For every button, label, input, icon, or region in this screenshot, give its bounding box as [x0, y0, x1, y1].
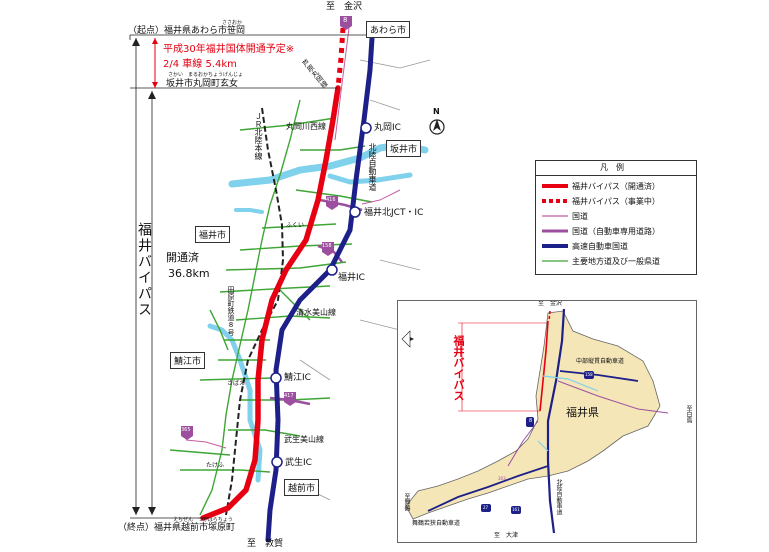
inset-prefecture: 福井県: [566, 406, 599, 419]
start-ruby: ささおか: [222, 20, 243, 26]
to-kanazawa: 至 金沢: [326, 2, 363, 12]
inset-roads: [507, 380, 669, 467]
sabae-city-box: 鯖江市: [170, 352, 206, 369]
maruoka-kawanishi-label: 丸岡川西線: [286, 122, 326, 131]
legend-swatches: [542, 184, 568, 262]
legend-item-national: 国道: [572, 212, 588, 221]
inset-to-ono: 至白鳥: [685, 405, 692, 423]
start-label: （起点）福井県あわら市笹岡: [128, 26, 246, 36]
plan-line2: 2/4 車線 5.4km: [163, 59, 237, 70]
takefu-line-label: 武生美山線: [284, 435, 324, 444]
prefecture-shape: [405, 310, 661, 520]
inset-shields: [481, 371, 594, 514]
north-arrow-icon: [429, 119, 445, 135]
bypass-vertical-label: 福井バイパス: [136, 222, 152, 318]
inset-map: 至 金沢 福井バイパス 中部縦貫自動車道 福井県 北陸自動車道 舞鶴若狭自動車道…: [397, 300, 697, 543]
to-tsuruga: 至 敦賀: [247, 539, 284, 549]
inset-drawing: [401, 308, 669, 534]
inset-compass-icon: [401, 330, 414, 348]
national-roads: [185, 19, 401, 449]
fukui-station-label: ふくい: [286, 222, 305, 229]
inset-chubu-exp: [559, 370, 639, 382]
maruoka-ic-marker: [360, 122, 372, 134]
legend-item-expressway: 高速自動車国道: [572, 242, 628, 251]
jr-line-label: ＪＲ北陸本線: [254, 112, 263, 160]
inset-chubu-exp: 中部縦貫自動車道: [576, 358, 625, 365]
bypass-construction: [335, 27, 346, 89]
river-kuzuryu-branch: [327, 172, 413, 185]
dimension-lines: [129, 34, 372, 519]
echizen-city-box: 越前市: [284, 479, 320, 496]
opened-length: 36.8km: [168, 267, 210, 280]
inset-r8: 8: [529, 418, 533, 424]
interchanges: [270, 122, 372, 468]
route365-shield: [181, 426, 193, 440]
legend-item-bypass-construction: 福井バイパス（事業中）: [572, 197, 660, 206]
takefu-ic-marker: [271, 456, 283, 468]
route8-shield: [340, 16, 352, 30]
sakai-maruoka-ruby: さかい まるおかちょうげんじょ: [168, 72, 244, 78]
inset-to-maizuru: 至舞鶴: [403, 493, 410, 511]
end-label: （終点）福井県越前市塚原町: [118, 523, 236, 533]
bypass-opened: [200, 85, 341, 521]
sabae-ic-label: 鯖江IC: [284, 373, 311, 383]
inset-dim-upper: [458, 322, 548, 412]
fukui-kita-marker: [349, 206, 361, 218]
sabae-ic-marker: [270, 372, 282, 384]
legend-item-prefectural: 主要地方道及び一般県道: [572, 257, 660, 266]
maruoka-ic-label: 丸岡IC: [374, 123, 401, 133]
fukui-ic-marker: [326, 264, 338, 276]
opened-label: 開通済: [166, 251, 199, 264]
legend-item-national-exp: 国道（自動車専用道路）: [572, 227, 660, 236]
inset-r161: 161: [512, 507, 520, 512]
inset-maizuru-exp: [427, 465, 549, 512]
inset-bypass-construction: [548, 310, 551, 322]
inset-maizuru-exp: 舞鶴若狭自動車道: [412, 520, 461, 527]
inset-bypass-opened: [539, 320, 549, 412]
inset-r158: 158: [585, 372, 593, 377]
route8-number: 8: [343, 16, 348, 24]
sakai-maruoka: 坂井市丸岡町玄女: [166, 79, 239, 89]
legend-item-bypass-opened: 福井バイパス（開通済）: [572, 182, 660, 191]
route-shields: [181, 16, 352, 440]
fukui-ic-label: 福井IC: [338, 273, 365, 283]
inset-to-kanazawa: 至 金沢: [538, 300, 563, 307]
sakai-city-box: 坂井市: [386, 140, 422, 157]
route158-number: 158: [322, 243, 332, 249]
fukui-kita-label: 福井北JCT・IC: [364, 208, 424, 218]
takefu-ic-label: 武生IC: [285, 458, 312, 468]
route158-shield: [322, 242, 334, 256]
river-asuwa: [234, 208, 264, 214]
route417-number: 417: [284, 393, 294, 399]
inset-rivers: [537, 375, 599, 452]
route417-shield: [284, 392, 296, 406]
inset-hokuriku-exp: 北陸自動車道: [555, 479, 562, 515]
hokuriku-exp-label: 北陸自動車道: [368, 143, 377, 191]
fukui-city-box: 福井市: [195, 226, 231, 243]
legend-title: 凡例: [536, 161, 696, 176]
shimizu-line-label: 清水美山線: [296, 308, 336, 317]
route416-shield: [326, 196, 338, 210]
expressway: [265, 35, 375, 543]
inset-r27: 27: [483, 505, 489, 510]
route416-number: 416: [326, 197, 336, 203]
route365-number: 365: [181, 427, 191, 433]
awara-city-box: あわら市: [366, 21, 411, 38]
tawara-line-label: 田原町鉄道8号: [227, 286, 235, 336]
end-ruby: えちぜん つかはらちょう: [173, 517, 233, 523]
legend: 凡例 福井バイパス（開通済） 福井バイパス（事業中） 国道 国道（自動車専用道路…: [535, 160, 697, 275]
arrowheads: [132, 38, 156, 515]
takefu-station-label: たけふ: [206, 462, 225, 469]
sabae-station-label: さばえ: [227, 380, 246, 387]
inset-to-otsu: 至 大津: [494, 532, 519, 539]
arrowheads-red: [152, 38, 158, 88]
inset-bypass-label: 福井バイパス: [452, 335, 465, 401]
north-letter: N: [433, 107, 440, 116]
inset-hokuriku-exp: [546, 308, 566, 534]
inset-r303: 303: [498, 476, 506, 481]
plan-line1: 平成30年福井国体開通予定※: [163, 44, 295, 55]
